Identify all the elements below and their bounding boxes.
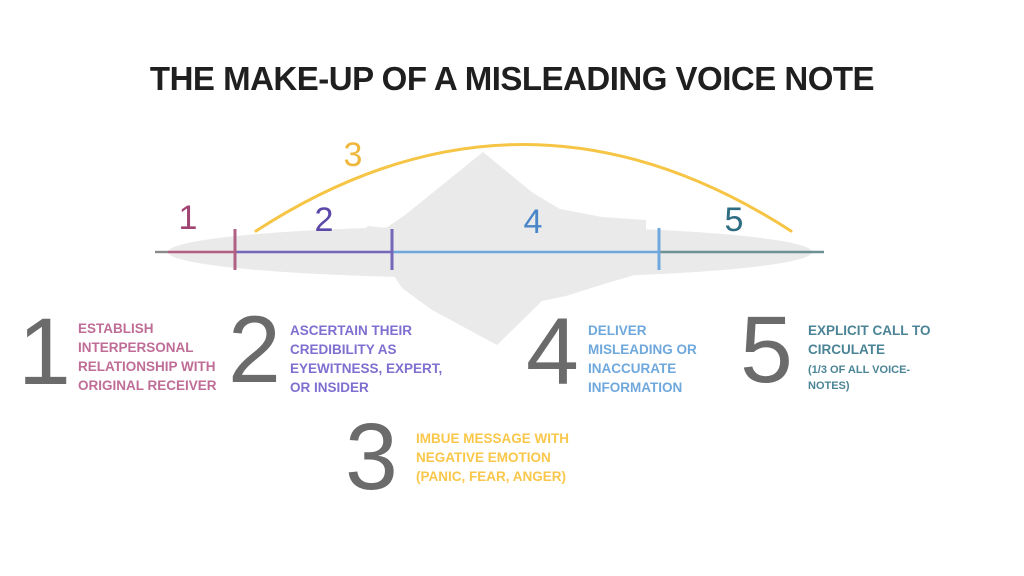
- step-5-number: 5: [740, 297, 793, 403]
- timeline-label-4: 4: [523, 203, 543, 241]
- timeline-label-2: 2: [314, 201, 334, 239]
- step-5-label: EXPLICIT CALL TO CIRCULATE: [808, 323, 931, 357]
- step-4-number: 4: [526, 299, 579, 405]
- step-2-number: 2: [228, 297, 281, 403]
- timeline-label-5: 5: [724, 201, 744, 239]
- step-3-number: 3: [345, 404, 398, 510]
- step-1-number: 1: [18, 299, 71, 405]
- emotion-arc: [254, 143, 793, 233]
- step-4-text: DELIVER MISLEADING OR INACCURATE INFORMA…: [588, 323, 697, 395]
- step-3-text: IMBUE MESSAGE WITH NEGATIVE EMOTION (PAN…: [416, 431, 570, 484]
- page-title: THE MAKE-UP OF A MISLEADING VOICE NOTE: [149, 60, 875, 97]
- timeline-label-1: 1: [178, 199, 198, 237]
- timeline-label-3: 3: [343, 136, 363, 174]
- step-5-text: EXPLICIT CALL TO CIRCULATE (1/3 OF ALL V…: [808, 322, 946, 395]
- step-2-text: ASCERTAIN THEIR CREDIBILITY AS EYEWITNES…: [290, 323, 443, 395]
- step-1-text: ESTABLISH INTERPERSONAL RELATIONSHIP WIT…: [78, 321, 217, 393]
- step-5-note: (1/3 OF ALL VOICE-NOTES): [808, 363, 911, 393]
